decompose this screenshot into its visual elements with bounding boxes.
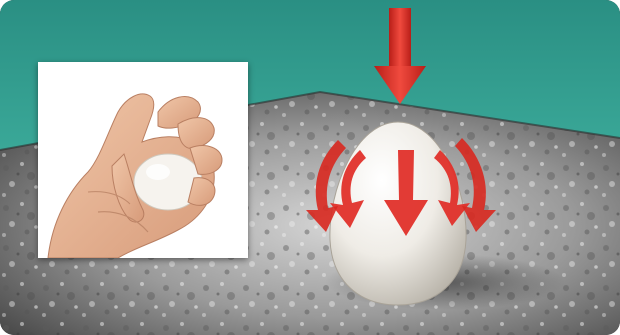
hand-illustration [38,62,248,258]
hand-squeezing-egg-photo [38,62,248,258]
